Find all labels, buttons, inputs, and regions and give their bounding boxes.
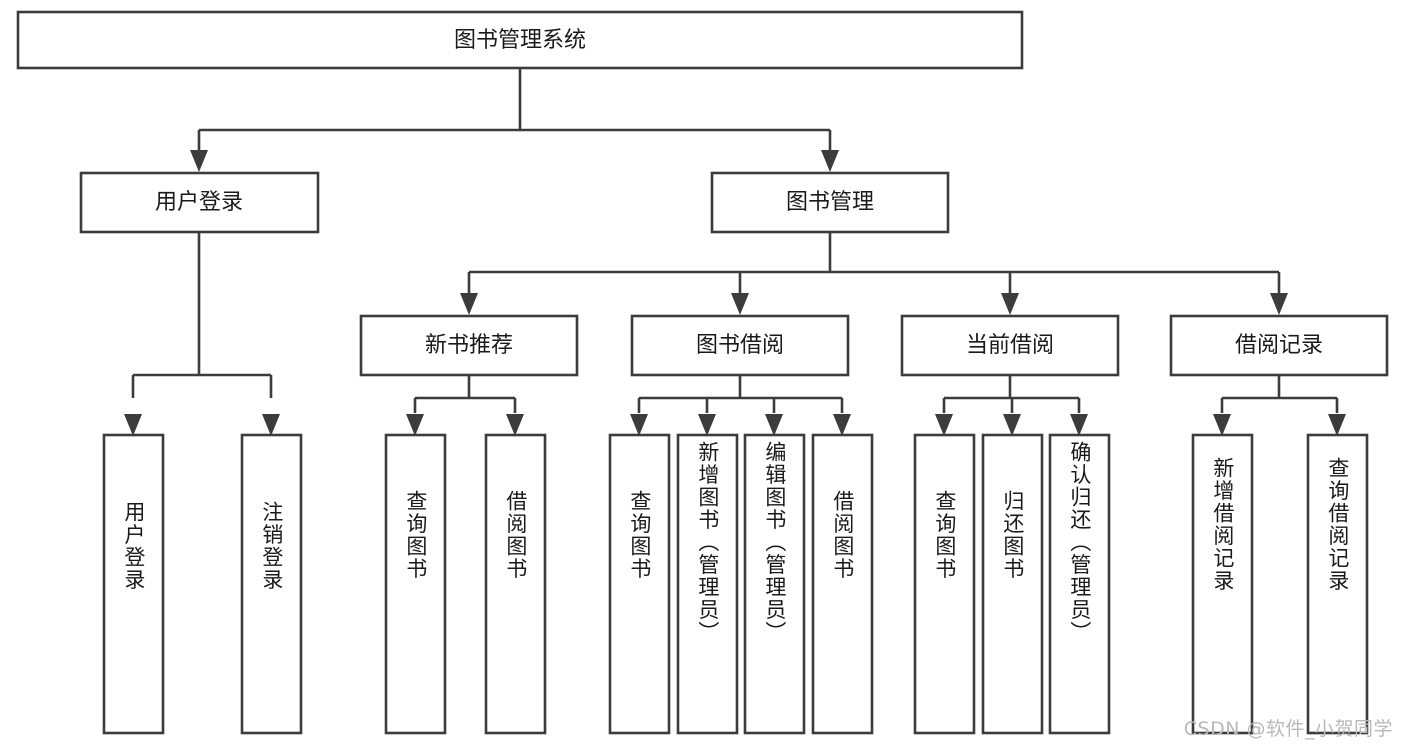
leaf-box[interactable] (676, 433, 739, 735)
leaf-boxes-borrow-record (1191, 433, 1369, 735)
node-borrow-record[interactable]: 借阅记录 (1169, 314, 1389, 377)
csdn-watermark: CSDN @软件_小贺同学 (1183, 718, 1393, 740)
node-borrow-record-label: 借阅记录 (1235, 333, 1323, 358)
connector-group-userlogin-to-leaves (131, 233, 273, 398)
connector-group-bookmgmt-to-level3 (467, 233, 1281, 295)
leaf-box[interactable] (1306, 433, 1369, 735)
node-book-management-label: 图书管理 (786, 190, 874, 215)
leaf-boxes-new-book-recommend (384, 433, 547, 735)
node-root-book-management-system[interactable]: 图书管理系统 (16, 10, 1024, 70)
node-book-borrow[interactable]: 图书借阅 (630, 314, 850, 377)
node-root-label: 图书管理系统 (454, 28, 586, 53)
node-new-book-recommend[interactable]: 新书推荐 (359, 314, 579, 377)
connector-group-bookborrow-to-leaves (637, 376, 844, 413)
node-current-borrow[interactable]: 当前借阅 (900, 314, 1120, 377)
leaf-box[interactable] (1048, 433, 1111, 735)
node-user-login[interactable]: 用户登录 (79, 171, 320, 234)
leaf-box[interactable] (102, 433, 165, 735)
leaf-box[interactable] (913, 433, 976, 735)
leaf-box[interactable] (608, 433, 671, 735)
leaf-boxes-user-login (102, 433, 303, 735)
leaf-box[interactable] (384, 433, 447, 735)
node-user-login-label: 用户登录 (155, 190, 243, 215)
leaf-box[interactable] (811, 433, 874, 735)
leaf-box[interactable] (981, 433, 1044, 735)
leaf-box[interactable] (743, 433, 806, 735)
connector-group-root-to-level2 (197, 68, 832, 152)
node-book-management[interactable]: 图书管理 (710, 171, 950, 234)
connector-group-newbook-to-leaves (413, 376, 517, 413)
leaf-box[interactable] (484, 433, 547, 735)
node-book-borrow-label: 图书借阅 (696, 333, 784, 358)
leaf-boxes-current-borrow (913, 433, 1111, 735)
leaf-box[interactable] (1191, 433, 1254, 735)
node-new-book-recommend-label: 新书推荐 (425, 333, 513, 358)
connector-group-borrowrecord-to-leaves (1220, 376, 1339, 413)
leaf-box[interactable] (240, 433, 303, 735)
connector-group-currentborrow-to-leaves (942, 376, 1081, 413)
leaf-boxes-book-borrow (608, 433, 874, 735)
node-current-borrow-label: 当前借阅 (966, 333, 1054, 358)
